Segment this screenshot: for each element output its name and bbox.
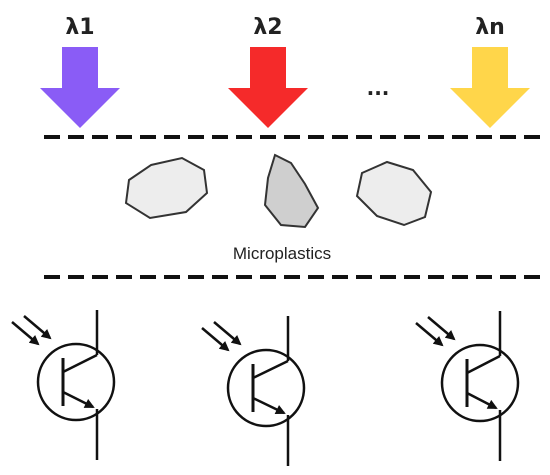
ellipsis-text: ... [367,76,390,100]
phototransistor-2-collector [252,359,289,380]
phototransistor-2-light-arrow-b [213,321,242,346]
phototransistor-2-body [226,348,306,428]
phototransistor-3-light-arrow-a [415,322,444,347]
phototransistor-2-light-arrow-a [201,327,230,352]
phototransistor-1-body [36,342,116,422]
phototransistor-3-emitter-arrow [466,391,498,410]
wavelength-label-1: λ1 [65,15,94,40]
microplastic-particle-2 [263,153,320,229]
phototransistor-1-emitter-arrow [62,390,95,409]
light-arrow-n [450,47,530,128]
phototransistor-3-light-arrow-b [427,316,456,341]
light-arrow-2 [228,47,308,128]
phototransistor-3-body [440,343,520,423]
phototransistor-2 [201,316,306,466]
phototransistor-1-collector [62,353,98,374]
microplastics-label: Microplastics [233,244,331,263]
phototransistor-1-light-arrow-b [23,315,52,340]
phototransistor-3-collector [466,354,501,375]
wavelength-label-2: λ2 [253,15,282,40]
phototransistor-3 [415,311,520,461]
phototransistor-2-emitter-arrow [252,396,286,415]
phototransistor-1-light-arrow-a [11,321,40,346]
microplastic-particle-3 [355,160,433,227]
microplastic-particle-1 [124,156,209,220]
wavelength-label-n: λn [475,15,505,40]
phototransistor-1 [11,310,116,460]
light-arrow-1 [40,47,120,128]
